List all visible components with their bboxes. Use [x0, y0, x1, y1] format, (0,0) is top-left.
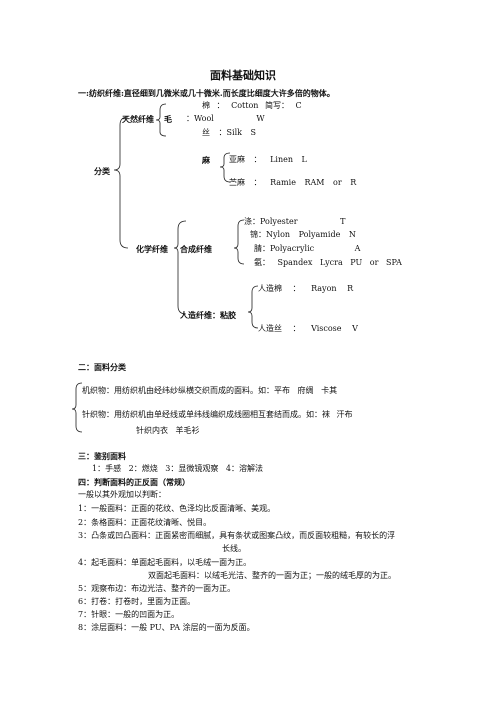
ramie-entry: 苎麻 ： Ramie RAM or R	[229, 178, 357, 187]
woven-fabric-definition: 机织物：用纺织机由经纬纱纵横交织而成的面料。如：平布 府绸 卡其	[82, 386, 338, 395]
rule-item: 8：涂层面料：一般 PU、PA 涂层的一面为反面。	[78, 623, 255, 632]
section-2-heading: 二：面料分类	[78, 362, 126, 372]
spandex-entry: 氨： Spandex Lycra PU or SPA	[254, 258, 402, 267]
silk-entry: 丝 ：Silk S	[202, 128, 257, 137]
classification-root: 分类	[94, 166, 110, 176]
rule-item: 7：针眼：一般的凹面为正。	[78, 610, 180, 619]
cotton-entry: 棉 ： Cotton 简写： C	[202, 101, 302, 110]
natural-brace	[155, 103, 167, 137]
viscose-entry: 人造丝 ： Viscose V	[258, 324, 358, 333]
natural-fiber-label: 天然纤维	[122, 114, 154, 124]
acrylic-entry: 腈：Polyacrylic A	[254, 244, 361, 253]
root-brace	[113, 116, 129, 249]
wool-entry: ：Wool W	[186, 114, 265, 123]
section-1-heading: 一:纺织纤维:直径细到几微米或几十微米.而长度比细度大许多倍的物体。	[78, 88, 335, 98]
chemical-brace	[173, 220, 187, 315]
rule-item-continuation: 长线。	[222, 544, 246, 553]
rule-item: 1：一般面料：正面的花纹、色泽均比反面清晰、美观。	[78, 504, 276, 513]
nylon-entry: 锦：Nylon Polyamide N	[250, 230, 356, 239]
chemical-fiber-label: 化学纤维	[136, 244, 168, 254]
artificial-brace	[247, 285, 259, 329]
rule-item-sub: 双面起毛面料：以绒毛光洁、整齐的一面为正；一般的绒毛厚的为正。	[148, 571, 396, 580]
section-4-intro: 一般以其外观加以判断：	[78, 490, 166, 499]
rule-item: 4：起毛面料：单面起毛面料，以毛绒一面为正。	[78, 558, 252, 567]
hemp-brace	[219, 152, 231, 183]
rule-item: 2：条格面料：正面花纹清晰、悦目。	[78, 518, 212, 527]
rule-item: 3：凸条或凹凸面料：正面紧密而细腻，具有条状或图案凸纹，而反面较粗糙，有较长的浮	[78, 531, 396, 540]
section-4-heading: 四：判断面料的正反面（常规）	[78, 477, 190, 487]
artificial-fiber-label: 人造纤维：粘胶	[180, 310, 236, 320]
synthetic-fiber-label: 合成纤维	[180, 244, 212, 254]
synthetic-brace	[233, 219, 245, 265]
rayon-entry: 人造棉 ： Rayon R	[258, 284, 354, 293]
section-3-heading: 三：鉴别面料	[78, 451, 126, 461]
wool-label: 毛	[164, 114, 172, 124]
fabric-brace	[71, 382, 83, 433]
rule-item: 5：观察布边：布边光洁、整齐的一面为正。	[78, 584, 236, 593]
hemp-label: 麻	[202, 155, 210, 165]
identification-methods: 1：手感 2：燃烧 3：显微镜观察 4：溶解法	[92, 464, 263, 473]
knit-fabric-examples: 针织内衣 羊毛衫	[136, 426, 200, 435]
page-title: 面料基础知识	[210, 69, 276, 82]
rule-item: 6：打卷：打卷时，里面为正面。	[78, 597, 196, 606]
polyester-entry: 涤：Polyester T	[244, 217, 346, 226]
linen-entry: 亚麻 ： Linen L	[229, 155, 307, 164]
knit-fabric-definition: 针织物：用纺织机由单经线或单纬线编织成线圈相互套结而成。如：袜 汗布	[82, 410, 353, 419]
